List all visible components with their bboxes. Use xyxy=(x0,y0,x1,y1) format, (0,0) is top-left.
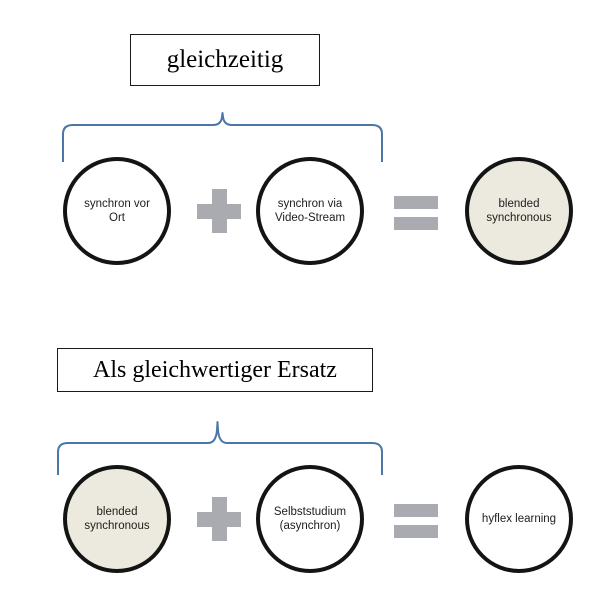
equals-bar-bottom xyxy=(394,525,438,538)
circle-label: blended synchronous xyxy=(486,197,552,225)
plus-bar-vertical xyxy=(212,497,227,541)
equals-bar-bottom xyxy=(394,217,438,230)
circle-label: blended synchronous xyxy=(84,505,150,533)
circle-selbststudium-asynchron: Selbststudium (asynchron) xyxy=(256,465,364,573)
circle-blended-synchronous-input: blended synchronous xyxy=(63,465,171,573)
circle-label: hyflex learning xyxy=(481,512,557,525)
plus-icon-row-2 xyxy=(197,497,241,541)
equals-bar-top xyxy=(394,196,438,209)
plus-icon-row-1 xyxy=(197,189,241,233)
equals-icon-row-1 xyxy=(394,189,438,233)
curly-brace-icon-row-1 xyxy=(55,112,390,167)
circle-label: synchron vor Ort xyxy=(84,197,150,225)
circle-synchron-vor-ort: synchron vor Ort xyxy=(63,157,171,265)
title-box-label: Als gleichwertiger Ersatz xyxy=(93,356,337,383)
curly-brace-icon-row-2 xyxy=(50,420,390,480)
circle-hyflex-learning: hyflex learning xyxy=(465,465,573,573)
circle-synchron-via-video-stream: synchron via Video-Stream xyxy=(256,157,364,265)
equals-bar-top xyxy=(394,504,438,517)
circle-label: synchron via Video-Stream xyxy=(274,197,346,225)
title-box-label: gleichzeitig xyxy=(166,46,284,73)
circle-label: Selbststudium (asynchron) xyxy=(273,505,347,533)
title-box-als-gleichwertiger-ersatz: Als gleichwertiger Ersatz xyxy=(57,348,373,392)
plus-bar-vertical xyxy=(212,189,227,233)
title-box-gleichzeitig: gleichzeitig xyxy=(130,34,320,86)
circle-blended-synchronous-result: blended synchronous xyxy=(465,157,573,265)
equals-icon-row-2 xyxy=(394,497,438,541)
